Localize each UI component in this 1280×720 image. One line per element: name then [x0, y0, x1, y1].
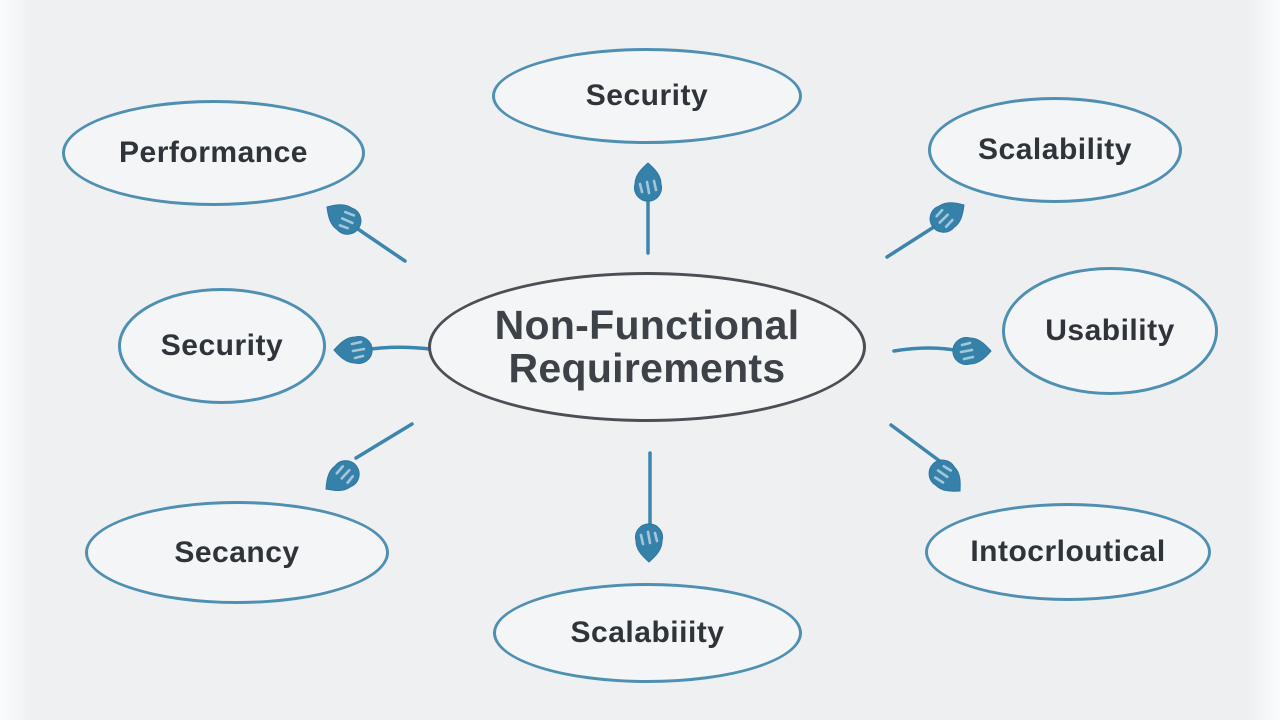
arrow-to-security-top	[633, 161, 663, 255]
node-performance: Performance	[62, 100, 365, 206]
node-scalability-bottom: Scalabiiity	[493, 583, 802, 683]
node-usability-label: Usability	[1045, 314, 1175, 347]
node-center-nonfunctional-requirements: Non-Functional Requirements	[428, 272, 866, 422]
node-scalability-top-right: Scalability	[928, 97, 1182, 203]
node-intocrloutical: Intocrloutical	[925, 503, 1211, 601]
arrow-to-scalability-top-right	[885, 192, 973, 259]
node-security-top-label: Security	[585, 79, 709, 112]
node-center-label: Non-Functional Requirements	[494, 301, 800, 391]
node-security-top: Security	[492, 48, 802, 144]
arrow-to-secancy	[316, 422, 414, 502]
node-secancy: Secancy	[85, 501, 389, 604]
node-performance-label: Performance	[119, 136, 308, 169]
arrow-to-performance	[318, 194, 407, 263]
arrow-to-usability	[892, 336, 993, 366]
arrow-to-scalability-bottom	[634, 451, 664, 564]
node-security-left-label: Security	[160, 329, 284, 362]
node-scalability-top-right-label: Scalability	[978, 133, 1132, 166]
node-scalability-bottom-label: Scalabiiity	[570, 616, 725, 649]
node-usability: Usability	[1002, 267, 1218, 395]
node-intocrloutical-label: Intocrloutical	[970, 535, 1166, 568]
node-secancy-label: Secancy	[174, 535, 300, 569]
node-security-left: Security	[118, 288, 326, 404]
arrow-to-security-left	[332, 335, 432, 365]
arrow-to-intocrloutical	[889, 423, 971, 502]
